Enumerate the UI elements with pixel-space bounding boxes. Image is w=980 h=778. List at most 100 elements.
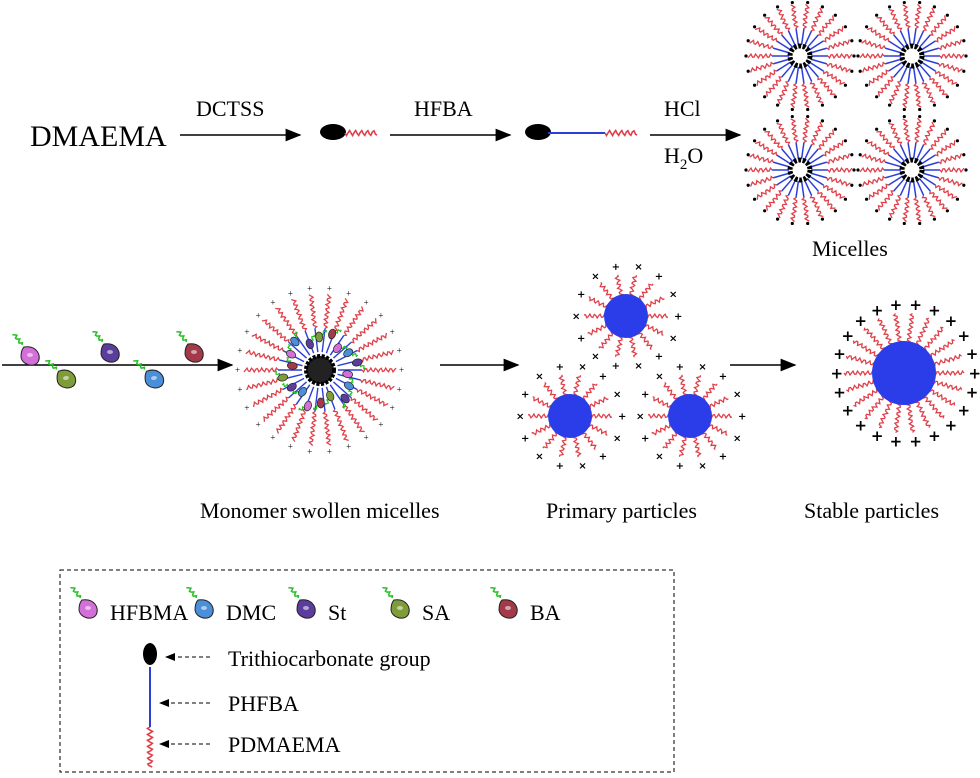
micelle-group xyxy=(744,0,968,226)
swollen-label: Monomer swollen micelles xyxy=(200,498,440,523)
stable-particle-core: ++++++++++++++++++++++ xyxy=(831,296,980,451)
svg-text:+: + xyxy=(390,403,395,413)
dctss-label: DCTSS xyxy=(196,96,264,121)
svg-text:+: + xyxy=(556,461,564,472)
legend-pdmaema-label: PDMAEMA xyxy=(228,732,341,757)
svg-text:+: + xyxy=(928,301,941,319)
svg-text:+: + xyxy=(909,433,922,451)
svg-text:×: × xyxy=(516,412,524,423)
svg-text:+: + xyxy=(288,442,293,452)
svg-text:+: + xyxy=(958,327,971,345)
svg-text:×: × xyxy=(591,351,599,362)
monomer-drops xyxy=(12,330,204,389)
svg-text:+: + xyxy=(577,334,585,345)
svg-text:×: × xyxy=(535,451,543,462)
legend-sa-label: SA xyxy=(422,600,450,625)
svg-text:+: + xyxy=(399,365,404,375)
legend-box xyxy=(59,569,675,773)
hfba-label: HFBA xyxy=(414,96,473,121)
svg-text:+: + xyxy=(676,461,684,472)
micelles-label: Micelles xyxy=(812,236,888,261)
dmc-drop xyxy=(133,359,165,389)
svg-text:+: + xyxy=(841,402,854,420)
svg-text:×: × xyxy=(655,451,663,462)
pdmaema-icon xyxy=(145,726,155,768)
primary-particle-top: +×+×+×+×+×+×+× xyxy=(572,262,682,372)
legend-st-label: St xyxy=(328,600,346,625)
svg-text:+: + xyxy=(890,433,903,451)
sa-drop xyxy=(45,359,77,389)
primary-particle-right: +×+×+×+×+×+×+× xyxy=(636,362,746,472)
svg-text:×: × xyxy=(636,412,644,423)
svg-text:+: + xyxy=(364,298,369,308)
svg-text:×: × xyxy=(733,434,741,445)
legend-sa-item: SA xyxy=(382,586,450,625)
svg-text:+: + xyxy=(841,327,854,345)
svg-text:+: + xyxy=(556,362,564,373)
svg-text:×: × xyxy=(655,372,663,383)
svg-text:+: + xyxy=(676,362,684,373)
sa-icon xyxy=(382,586,410,619)
svg-text:+: + xyxy=(599,372,607,383)
svg-text:×: × xyxy=(613,389,621,400)
micelle xyxy=(856,0,968,112)
legend-phfba-label: PHFBA xyxy=(228,691,299,716)
svg-text:×: × xyxy=(535,372,543,383)
svg-text:+: + xyxy=(833,345,846,363)
svg-text:+: + xyxy=(256,419,261,429)
svg-text:×: × xyxy=(733,389,741,400)
svg-text:+: + xyxy=(307,284,312,294)
svg-text:+: + xyxy=(738,412,746,423)
svg-text:+: + xyxy=(378,419,383,429)
stable-particle: ++++++++++++++++++++++ xyxy=(831,296,980,451)
svg-text:+: + xyxy=(890,296,903,314)
svg-text:×: × xyxy=(669,334,677,345)
micelle xyxy=(744,0,856,112)
hfbma-icon xyxy=(70,586,98,619)
diblock-chain xyxy=(525,124,638,140)
svg-text:+: + xyxy=(270,432,275,442)
svg-text:+: + xyxy=(945,416,958,434)
svg-text:×: × xyxy=(578,461,586,472)
svg-text:+: + xyxy=(871,301,884,319)
legend-trithio-item: Trithiocarbonate group xyxy=(143,643,431,671)
trithio-icon xyxy=(143,643,157,665)
svg-text:+: + xyxy=(928,427,941,445)
svg-text:+: + xyxy=(854,416,867,434)
svg-text:×: × xyxy=(613,434,621,445)
legend-dmc-item: DMC xyxy=(186,586,276,625)
svg-text:+: + xyxy=(909,296,922,314)
svg-text:+: + xyxy=(577,289,585,300)
st-icon xyxy=(288,586,316,619)
svg-text:+: + xyxy=(244,403,249,413)
svg-text:+: + xyxy=(390,327,395,337)
st-drop xyxy=(92,330,120,363)
svg-text:+: + xyxy=(871,427,884,445)
svg-text:+: + xyxy=(599,451,607,462)
svg-text:+: + xyxy=(270,298,275,308)
hfbma-drop xyxy=(12,333,40,366)
legend-dmc-label: DMC xyxy=(226,600,276,625)
dmaema-label: DMAEMA xyxy=(30,120,167,153)
monomer-swollen-micelle: ++++++++++++++++++++++++++ xyxy=(235,284,404,457)
svg-text:+: + xyxy=(655,351,663,362)
svg-text:+: + xyxy=(397,385,402,395)
primary-particles: +×+×+×+×+×+×+×+×+×+×+×+×+×+×+×+×+×+×+×+×… xyxy=(516,262,746,472)
svg-text:+: + xyxy=(831,364,844,382)
svg-text:+: + xyxy=(958,402,971,420)
svg-text:×: × xyxy=(591,272,599,283)
svg-text:+: + xyxy=(235,365,240,375)
svg-text:+: + xyxy=(521,389,529,400)
svg-text:×: × xyxy=(572,312,580,323)
stable-label: Stable particles xyxy=(804,498,939,523)
dmc-icon xyxy=(186,586,214,619)
svg-text:+: + xyxy=(521,434,529,445)
primary-particle-left: +×+×+×+×+×+×+× xyxy=(516,362,626,472)
svg-text:×: × xyxy=(634,361,642,372)
legend-st-item: St xyxy=(288,586,346,625)
water-label: H2O xyxy=(664,143,703,173)
legend-phfba-item: PHFBA xyxy=(149,667,299,727)
svg-text:+: + xyxy=(346,442,351,452)
svg-text:+: + xyxy=(327,446,332,456)
